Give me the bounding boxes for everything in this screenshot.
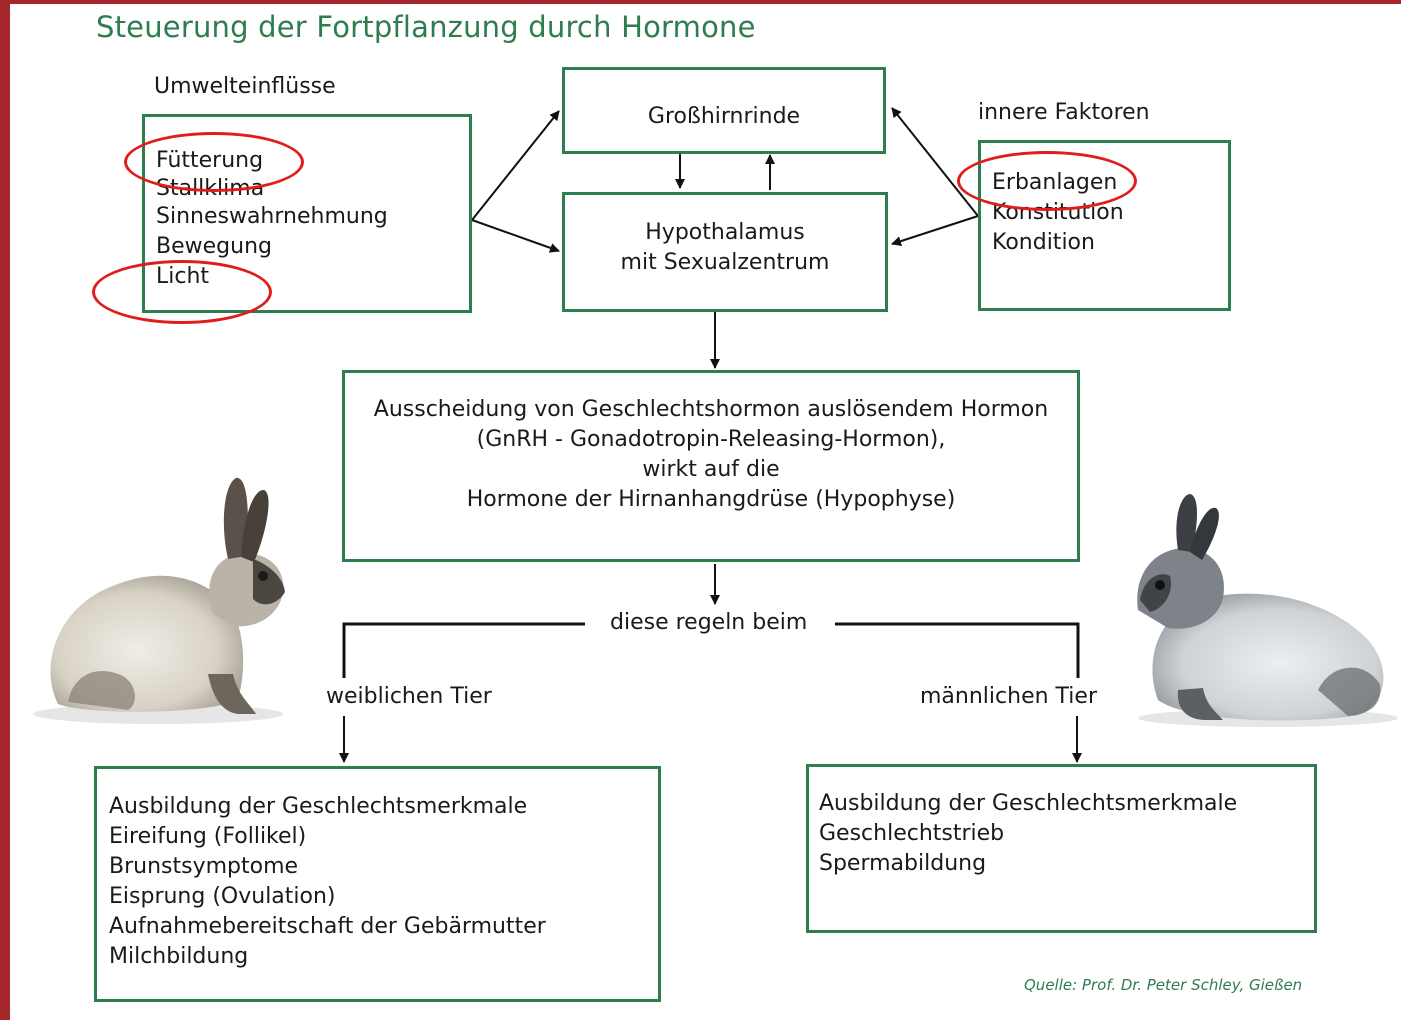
cortex-box	[562, 67, 886, 154]
male-list: Ausbildung der Geschlechtsmerkmale Gesch…	[819, 789, 1237, 879]
source-credit: Quelle: Prof. Dr. Peter Schley, Gießen	[1024, 976, 1303, 994]
gnrh-line: (GnRH - Gonadotropin-Releasing-Hormon),	[476, 427, 946, 452]
connector-arrows	[339, 107, 1082, 763]
cortex-label: Großhirnrinde	[647, 104, 801, 129]
female-item: Eireifung (Follikel)	[109, 824, 307, 849]
gnrh-line: Ausscheidung von Geschlechtshormon auslö…	[373, 397, 1049, 422]
male-item: Ausbildung der Geschlechtsmerkmale	[819, 791, 1238, 816]
gnrh-text: Ausscheidung von Geschlechtshormon auslö…	[342, 395, 1080, 515]
female-box	[94, 766, 661, 1002]
hypothalamus-box	[562, 192, 888, 312]
female-item: Ausbildung der Geschlechtsmerkmale	[109, 794, 528, 819]
environment-item: Bewegung	[156, 234, 272, 259]
female-item: Brunstsymptome	[109, 854, 299, 879]
female-item: Milchbildung	[109, 944, 249, 969]
male-box	[806, 764, 1317, 933]
environment-item: Sinneswahrnehmung	[156, 204, 388, 229]
rabbit-left-illustration	[33, 477, 285, 724]
female-list: Ausbildung der Geschlechtsmerkmale Eirei…	[109, 792, 546, 972]
gnrh-line: Hormone der Hirnanhangdrüse (Hypophyse)	[466, 487, 956, 512]
highlight-ellipse-fuetterung	[124, 132, 304, 192]
male-item: Geschlechtstrieb	[819, 821, 1005, 846]
inner-factors-label: innere Faktoren	[978, 100, 1150, 125]
rabbit-right-illustration	[1137, 494, 1398, 727]
inner-factor-item: Kondition	[992, 230, 1095, 255]
hypothalamus-line: Hypothalamus	[645, 220, 805, 245]
hypothalamus-line: mit Sexualzentrum	[620, 250, 830, 275]
highlight-ellipse-licht	[92, 260, 272, 324]
male-item: Spermabildung	[819, 851, 987, 876]
female-label: weiblichen Tier	[326, 684, 492, 709]
female-item: Eisprung (Ovulation)	[109, 884, 336, 909]
gnrh-box	[342, 370, 1080, 562]
regulate-label: diese regeln beim	[610, 610, 808, 635]
slide: Steuerung der Fortpflanzung durch Hormon…	[10, 4, 1401, 1020]
hypothalamus-label: Hypothalamus mit Sexualzentrum	[562, 218, 888, 278]
page-title: Steuerung der Fortpflanzung durch Hormon…	[96, 10, 756, 44]
environment-label: Umwelteinflüsse	[154, 74, 336, 99]
male-label: männlichen Tier	[920, 684, 1097, 709]
female-item: Aufnahmebereitschaft der Gebärmutter	[109, 914, 546, 939]
gnrh-line: wirkt auf die	[642, 457, 780, 482]
highlight-ellipse-erbanlagen	[957, 151, 1137, 211]
